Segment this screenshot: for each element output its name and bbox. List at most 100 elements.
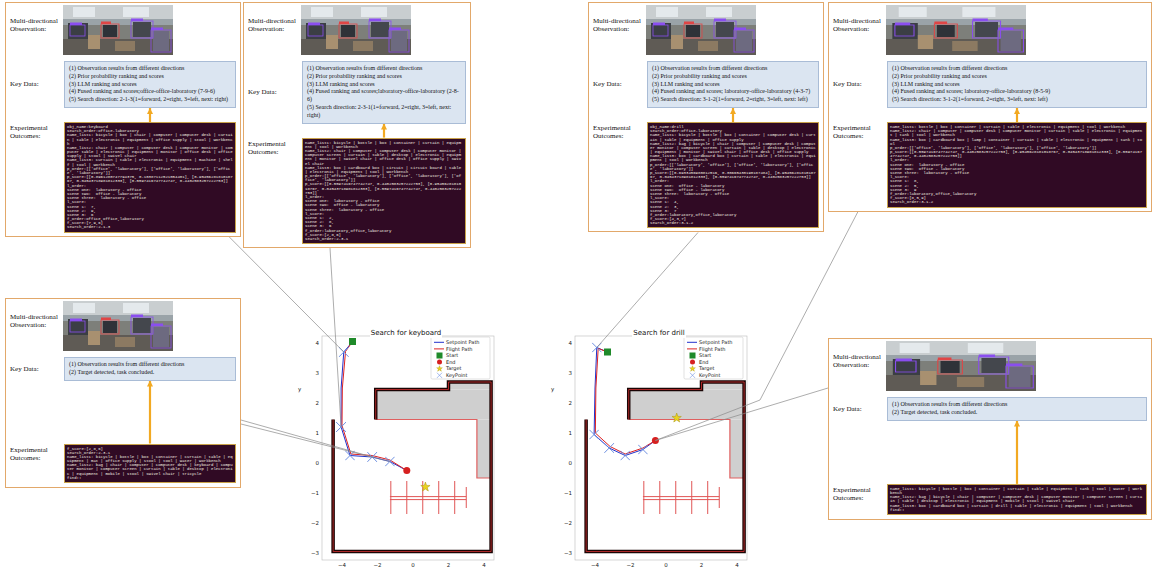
- tick-label-box: −2: [557, 520, 572, 527]
- tick-label-box: −1: [557, 490, 572, 497]
- tick-label: −2: [564, 520, 572, 526]
- panel-label: Key Data:: [833, 80, 885, 88]
- terminal-line: scene three: laboratory - office: [890, 171, 1144, 175]
- terminal-line: search_order:2-3-1: [305, 237, 463, 241]
- tick-label-box: −3: [304, 550, 319, 557]
- terminal-line: p_order:[['office', 'laboratory'], ['off…: [305, 174, 463, 182]
- terminal-line: p_order:[['laboratory', 'office'], ['off…: [650, 163, 816, 171]
- tick-label: −3: [564, 550, 572, 556]
- terminal-line: name_list1: bicycle | bottle | box | con…: [305, 141, 463, 149]
- tick-label: 4: [735, 562, 739, 568]
- legend-sample: [687, 348, 697, 349]
- flow-arrow: [149, 108, 151, 122]
- panel-label: Key Data:: [593, 80, 645, 88]
- keypoint-marker: [589, 430, 599, 440]
- legend-text: Flight Path: [446, 346, 473, 353]
- terminal-line: search_order:office-laboratory: [650, 129, 816, 133]
- terminal-line: name_list1: bottle | box | container | c…: [890, 125, 1144, 129]
- terminal-line: l_score:: [650, 196, 816, 200]
- terminal-line: p_score:[[0.5597416747742747, 0.44025832…: [890, 150, 1144, 158]
- tick-label-box: 0: [557, 460, 572, 467]
- terminal-output: name_list1: bicycle | bottle | box | con…: [887, 484, 1147, 515]
- plot-keyboard: [322, 336, 494, 560]
- terminal-line: l_score:: [67, 200, 233, 204]
- legend-text: End: [699, 359, 709, 366]
- terminal-line: scene two: office - laboratory: [305, 203, 463, 207]
- legend-sample: [437, 360, 442, 365]
- tick-label: 1: [316, 430, 320, 436]
- terminal-line: scene 1: 2,: [305, 216, 463, 220]
- tick-label-box: y: [298, 386, 304, 393]
- terminal-line: find!!: [890, 508, 1144, 512]
- terminal-line: scene 1: 7,: [67, 205, 233, 209]
- key-data-line: (3) LLM ranking and scores: [652, 81, 814, 89]
- tick-label-box: 0: [304, 460, 319, 467]
- tick-label: 0: [411, 562, 415, 568]
- terminal-output: f_score:[2,8,6]search_order:2-3-1name_li…: [64, 444, 236, 484]
- tick-label-box: 3: [557, 370, 572, 377]
- legend-sample: [437, 372, 443, 378]
- legend-text: End: [446, 359, 456, 366]
- tick-label: −4: [591, 562, 599, 568]
- floor-map: [333, 382, 491, 552]
- tick-label-box: 1: [557, 430, 572, 437]
- start-marker: [349, 338, 356, 345]
- terminal-line: l_score:: [305, 212, 463, 216]
- floor-map: [586, 382, 744, 552]
- panel-label: Multi-directional Observation:: [248, 17, 300, 33]
- terminal-line: scene two: office - laboratory: [67, 192, 233, 196]
- tick-label-box: 2: [557, 400, 572, 407]
- legend-sample: [689, 366, 695, 372]
- paths: [594, 348, 655, 456]
- key-data-line: (2) Prior probability ranking and scores: [69, 73, 231, 81]
- title-row: Search for drill: [571, 321, 747, 339]
- keypoint-marker: [604, 443, 614, 453]
- legend-text: Target: [699, 365, 714, 372]
- tick-label: −1: [311, 490, 319, 496]
- panel-label: Experimental Outcomes:: [593, 124, 645, 140]
- trajectory-plot: Search for drill: [571, 321, 747, 567]
- legend-text: Setpoint Path: [446, 339, 480, 346]
- target-marker: [672, 413, 682, 422]
- terminal-line: f_score:[4,3,7]: [650, 217, 816, 221]
- terminal-line: scene 1: 8,: [890, 179, 1144, 183]
- tick-label: 2: [569, 400, 573, 406]
- legend-text: Target: [446, 365, 461, 372]
- legend-text: Setpoint Path: [699, 339, 733, 346]
- terminal-line: p_score:[[0.8961280747794375, 0.10387112…: [67, 175, 233, 183]
- terminal-line: p_score:[[0.5597416747742747, 0.44025832…: [305, 182, 463, 195]
- terminal-line: name_list1: bicycle | bottle | box | con…: [890, 487, 1144, 495]
- terminal-line: f_order:office,office,laboratory: [67, 217, 233, 221]
- terminal-line: scene two: office - laboratory: [890, 167, 1144, 171]
- tick-label-box: 2: [439, 562, 459, 569]
- result-panel: Multi-directional Observation:Key Data:E…: [828, 2, 1152, 212]
- key-data-line: (3) LLM ranking and scores: [307, 81, 461, 89]
- tick-label: 3: [569, 370, 573, 376]
- result-panel: Multi-directional Observation:Key Data:E…: [588, 2, 824, 232]
- flow-arrow: [383, 124, 385, 138]
- terminal-line: name_list2: bag | bicycle | chair | comp…: [890, 495, 1144, 503]
- title-row: Search for keyboard: [318, 321, 494, 339]
- tick-label-box: 0: [403, 562, 423, 569]
- key-data-line: (5) Search direction: 2-3-1(1=forward, 2…: [307, 104, 461, 120]
- tick-label: 2: [447, 562, 451, 568]
- legend-box: [431, 337, 490, 379]
- terminal-line: f_score:[2,8,6]: [305, 233, 463, 237]
- terminal-line: scene 2: 5,: [890, 184, 1144, 188]
- panel-label: Experimental Outcomes:: [833, 486, 885, 502]
- terminal-output: name_list1: bicycle | bottle | box | con…: [302, 138, 466, 245]
- target-marker: [421, 482, 431, 491]
- tick-label: −3: [311, 550, 319, 556]
- tick-label: y: [298, 386, 301, 392]
- key-data-line: (1) Observation results from different d…: [652, 65, 814, 73]
- leader-line: [655, 388, 828, 441]
- result-panel: Multi-directional Observation:Key Data:E…: [243, 2, 471, 248]
- leader-line: [241, 420, 372, 457]
- terminal-line: name_list3: box | cardboard box | curtai…: [890, 504, 1144, 508]
- observation-photo: [63, 301, 173, 351]
- tick-label-box: 4: [304, 340, 319, 347]
- panel-label: Experimental Outcomes:: [833, 124, 885, 140]
- terminal-line: name_list2: chair | computer | computer …: [305, 149, 463, 166]
- terminal-line: scene three: laboratory - office: [305, 208, 463, 212]
- tick-label-box: 4: [727, 562, 747, 569]
